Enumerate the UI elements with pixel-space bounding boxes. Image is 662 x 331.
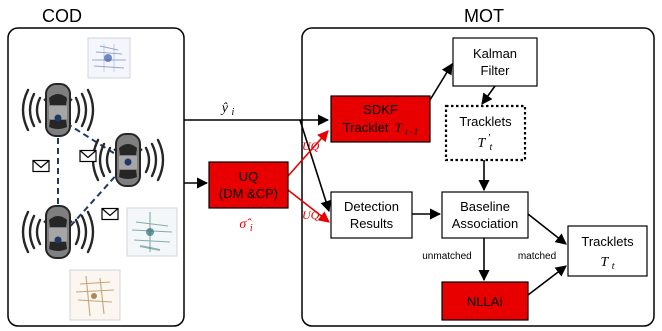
- flow-arrows: [184, 63, 567, 296]
- yhat-label: ŷ i: [220, 101, 235, 118]
- nllai-label: NLLAI: [467, 294, 503, 309]
- uq-box-label: UQ: [239, 169, 259, 184]
- predicted-tracklets-box: [444, 104, 527, 162]
- sdkf-tracklet-label: Tracklet T t−1: [343, 120, 419, 137]
- baseline-association-box: [441, 191, 529, 239]
- sdkf-tracklet-box: [330, 95, 431, 143]
- cod-title: COD: [42, 6, 82, 26]
- pointcloud-thumbnail-top: [87, 37, 131, 79]
- cod-panel: [7, 27, 185, 327]
- output-tracklets-label: Tracklets: [581, 234, 634, 249]
- kalman-label: Kalman: [473, 46, 517, 61]
- association-label: Association: [452, 216, 518, 231]
- envelope-icon: [79, 149, 97, 163]
- uq-box-sublabel: (DM &CP): [219, 186, 278, 201]
- uq-edge-label-bottom: UQ: [302, 208, 320, 222]
- unmatched-label: unmatched: [422, 251, 471, 262]
- predicted-tracklets-label: Tracklets: [459, 114, 512, 129]
- detection-results-box: [330, 191, 413, 239]
- predicted-tracklets-math: T ′ t: [478, 130, 494, 153]
- envelope-icon: [101, 207, 119, 221]
- vehicle-right: [91, 133, 165, 187]
- output-tracklets-math: T t: [600, 255, 614, 272]
- matched-label: matched: [518, 251, 556, 262]
- results-label: Results: [350, 216, 394, 231]
- uq-arrows: [287, 130, 330, 223]
- pointcloud-thumbnail-bottom: [69, 269, 121, 321]
- vehicle-top: [21, 83, 95, 137]
- mot-title: MOT: [464, 6, 504, 26]
- sdkf-label: SDKF: [363, 102, 398, 117]
- kalman-filter-box: [452, 37, 538, 87]
- envelope-icon: [32, 159, 50, 173]
- mot-panel: [301, 27, 655, 327]
- uq-box: [208, 161, 289, 209]
- sigma-hat-label: σ̂ i: [239, 217, 252, 234]
- vehicle-bottom: [21, 205, 95, 259]
- output-tracklets-box: [567, 225, 648, 277]
- pointcloud-thumbnail-right: [126, 207, 178, 257]
- nllai-box: [441, 281, 529, 321]
- uq-edge-label-top: UQ: [302, 139, 320, 153]
- filter-label: Filter: [481, 63, 511, 78]
- detection-label: Detection: [344, 199, 399, 214]
- baseline-label: Baseline: [460, 199, 510, 214]
